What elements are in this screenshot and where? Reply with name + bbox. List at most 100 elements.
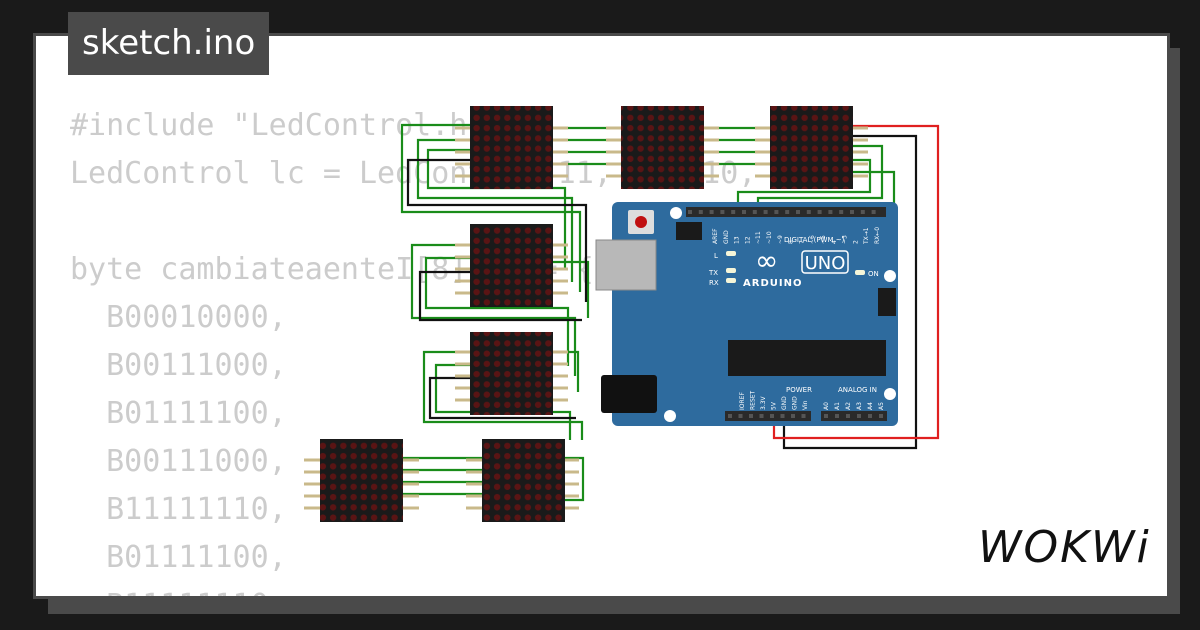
power-pin-label: RESET bbox=[750, 390, 757, 410]
analog-pin-hole[interactable] bbox=[835, 414, 839, 418]
digital-pin-hole[interactable] bbox=[720, 210, 725, 214]
board-brand: ARDUINO bbox=[743, 278, 802, 289]
digital-pin-hole[interactable] bbox=[752, 210, 757, 214]
led-matrix bbox=[470, 332, 553, 415]
power-pin-hole[interactable] bbox=[738, 414, 743, 418]
digital-pin-hole[interactable] bbox=[806, 210, 811, 214]
power-pin-label: GND bbox=[792, 396, 799, 410]
digital-pin-hole[interactable] bbox=[688, 210, 692, 214]
status-leds bbox=[726, 251, 865, 283]
digital-pin-hole[interactable] bbox=[796, 210, 800, 214]
power-label: POWER bbox=[786, 386, 812, 394]
analog-header bbox=[821, 411, 887, 421]
digital-pin-hole[interactable] bbox=[871, 210, 876, 214]
digital-label: DIGITAL (PWM ~) bbox=[784, 236, 845, 244]
led-matrix bbox=[320, 439, 403, 522]
board-model: UNO bbox=[805, 253, 846, 274]
digital-pin-hole[interactable] bbox=[839, 210, 844, 214]
power-pin-hole[interactable] bbox=[759, 414, 764, 418]
arduino-uno-board: ∞ UNO ARDUINO DIGITAL (PWM ~) POWER ANAL… bbox=[595, 202, 898, 426]
code-line: B01111100, bbox=[70, 540, 287, 575]
code-line: B00111000, bbox=[70, 444, 287, 479]
power-pin-label: 5V bbox=[771, 401, 778, 410]
digital-pin-label: AREF bbox=[712, 228, 719, 244]
digital-pin-label: ~3 bbox=[842, 235, 849, 244]
digital-pin-label: 13 bbox=[734, 236, 741, 244]
digital-pin-hole[interactable] bbox=[709, 210, 714, 214]
power-pin-hole[interactable] bbox=[728, 414, 732, 418]
red-wires bbox=[772, 124, 940, 440]
analog-label: ANALOG IN bbox=[838, 386, 877, 394]
digital-pin-label: 7 bbox=[798, 240, 805, 244]
on-label: ON bbox=[868, 270, 879, 278]
l-led-label: L bbox=[714, 252, 718, 260]
icsp-header-2 bbox=[878, 288, 896, 316]
digital-pin-label: ~11 bbox=[755, 231, 762, 244]
digital-pin-hole[interactable] bbox=[774, 210, 779, 214]
wokwi-logo: WOKWi bbox=[978, 522, 1151, 573]
analog-pin-label: A5 bbox=[878, 402, 885, 410]
digital-pin-label: GND bbox=[723, 230, 730, 244]
digital-pin-label: ~5 bbox=[820, 235, 827, 244]
led-matrix bbox=[470, 224, 553, 307]
power-pin-hole[interactable] bbox=[770, 414, 774, 418]
black-wires bbox=[406, 134, 918, 450]
digital-pin-label: 4 bbox=[831, 240, 838, 244]
atmega-chip bbox=[728, 340, 886, 376]
code-line: B11111110, bbox=[70, 492, 287, 527]
analog-pin-label: A1 bbox=[834, 402, 841, 410]
digital-pin-label: 8 bbox=[788, 240, 795, 244]
led-matrix bbox=[470, 106, 553, 189]
analog-pin-hole[interactable] bbox=[857, 414, 861, 418]
digital-pin-hole[interactable] bbox=[731, 210, 736, 214]
digital-pin-label: ~10 bbox=[766, 231, 773, 244]
power-pin-label: 3.3V bbox=[760, 395, 767, 410]
power-jack-icon bbox=[601, 375, 657, 413]
led-matrix bbox=[621, 106, 704, 189]
tx-label: TX bbox=[708, 269, 718, 277]
usb-port-icon bbox=[595, 239, 657, 291]
digital-pin-hole[interactable] bbox=[817, 210, 822, 214]
analog-pin-hole[interactable] bbox=[868, 414, 872, 418]
analog-pin-hole[interactable] bbox=[879, 414, 883, 418]
matrix-pins bbox=[304, 126, 868, 510]
digital-pin-label: 12 bbox=[744, 236, 751, 244]
digital-pin-label: RX←0 bbox=[874, 227, 881, 244]
led-matrix bbox=[482, 439, 565, 522]
power-pin-label: GND bbox=[781, 396, 788, 410]
digital-pin-hole[interactable] bbox=[850, 210, 854, 214]
analog-pin-hole[interactable] bbox=[824, 414, 828, 418]
power-pin-label: Vin bbox=[802, 400, 809, 410]
digital-pin-hole[interactable] bbox=[763, 210, 768, 214]
power-pin-hole[interactable] bbox=[801, 414, 806, 418]
analog-pin-label: A2 bbox=[845, 402, 852, 410]
digital-pin-hole[interactable] bbox=[698, 210, 703, 214]
digital-pin-hole[interactable] bbox=[742, 210, 746, 214]
power-pin-label: IOREF bbox=[739, 392, 746, 410]
power-pin-hole[interactable] bbox=[749, 414, 753, 418]
green-wires bbox=[400, 123, 896, 502]
power-pin-hole[interactable] bbox=[791, 414, 795, 418]
file-tab[interactable]: sketch.ino bbox=[68, 12, 270, 75]
digital-pin-hole[interactable] bbox=[860, 210, 865, 214]
power-header bbox=[725, 411, 811, 421]
digital-pin-label: 2 bbox=[852, 240, 859, 244]
digital-pin-hole[interactable] bbox=[828, 210, 833, 214]
analog-pin-hole[interactable] bbox=[846, 414, 850, 418]
digital-pin-label: TX→1 bbox=[863, 227, 870, 245]
code-line: B01111100, bbox=[70, 396, 287, 431]
mounting-holes bbox=[664, 207, 896, 422]
digital-pin-hole[interactable] bbox=[785, 210, 790, 214]
analog-pin-label: A3 bbox=[856, 402, 863, 410]
code-line: B00010000, bbox=[70, 300, 287, 335]
digital-pin-label: ~6 bbox=[809, 235, 816, 244]
code-line: B00111000, bbox=[70, 348, 287, 383]
power-pin-hole[interactable] bbox=[780, 414, 785, 418]
led-matrix bbox=[770, 106, 853, 189]
analog-pin-label: A4 bbox=[867, 402, 874, 410]
analog-pin-label: A0 bbox=[823, 402, 830, 410]
digital-pin-label: ~9 bbox=[777, 235, 784, 244]
rx-label: RX bbox=[709, 279, 719, 287]
code-line: B11111110 bbox=[70, 588, 269, 596]
